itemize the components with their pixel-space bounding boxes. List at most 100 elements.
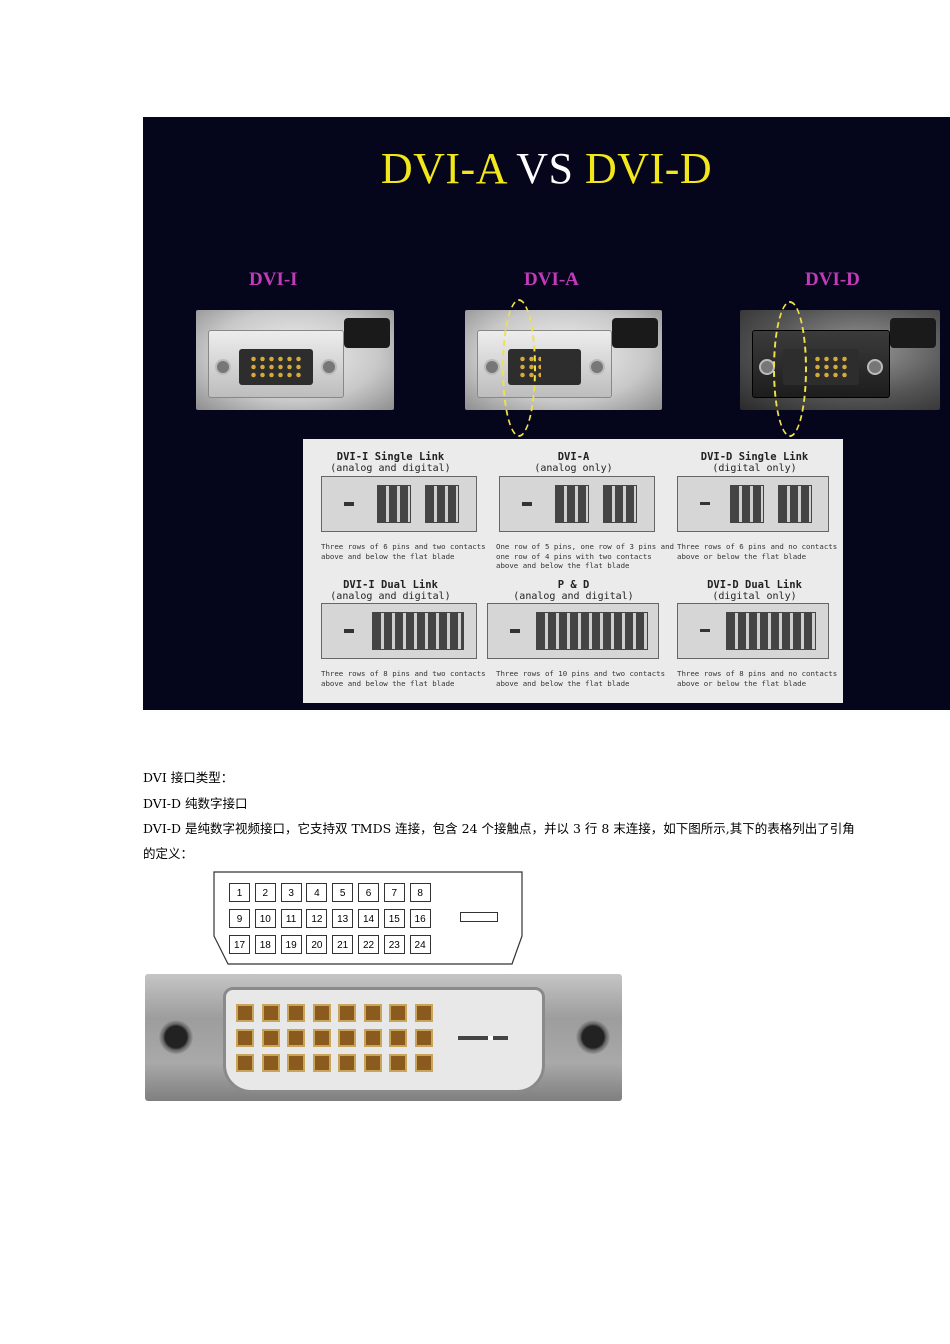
socket-pin bbox=[312, 1029, 331, 1047]
socket-pin bbox=[389, 1054, 407, 1072]
label-dvi-i: DVI-I bbox=[249, 269, 298, 290]
cell-caption: One row of 5 pins, one row of 3 pins and… bbox=[496, 542, 674, 570]
pin-22: 22 bbox=[358, 935, 379, 954]
right-screw-hole bbox=[576, 1020, 610, 1054]
cell-subtitle: (digital only) bbox=[712, 591, 797, 602]
cell-subtitle: (analog only) bbox=[534, 463, 613, 474]
socket-pin bbox=[389, 1029, 407, 1047]
pin-1: 1 bbox=[229, 883, 250, 902]
socket-pin bbox=[338, 1054, 356, 1072]
pin-6: 6 bbox=[358, 883, 379, 902]
dvi-a-highlight-ring bbox=[502, 299, 536, 437]
pin-20: 20 bbox=[306, 935, 328, 954]
slide-title-dvi-a: DVI-A bbox=[380, 144, 506, 193]
dvi-a-connector-photo bbox=[465, 310, 662, 410]
socket-pin bbox=[338, 1004, 356, 1022]
pin-14: 14 bbox=[358, 909, 379, 928]
pin-10: 10 bbox=[254, 909, 276, 928]
cell-title: DVI-D Dual Link bbox=[707, 579, 802, 591]
cell-title: DVI-I Single Link bbox=[336, 451, 445, 463]
cell-subtitle: (digital only) bbox=[712, 463, 797, 474]
pin-17: 17 bbox=[229, 935, 250, 954]
paragraph-dvi-d-description-cont: 的定义： bbox=[143, 846, 194, 861]
socket-pin bbox=[363, 1029, 382, 1047]
pin-9: 9 bbox=[229, 909, 250, 928]
flat-blade bbox=[460, 912, 498, 922]
cell-title: DVI-D Single Link bbox=[700, 451, 809, 463]
table-cell: DVI-A (analog only) bbox=[486, 451, 661, 475]
cell-caption: Three rows of 8 pins and two contacts ab… bbox=[321, 669, 486, 688]
cell-subtitle: (analog and digital) bbox=[330, 463, 451, 474]
dvi-d-connector-photo bbox=[740, 310, 940, 410]
dvi-i-connector-photo bbox=[196, 310, 394, 410]
dvi-comparison-slide: DVI-A VS DVI-D DVI-I DVI-A DVI-D DVI-I S… bbox=[143, 117, 950, 710]
cell-caption: Three rows of 10 pins and two contacts a… bbox=[496, 669, 666, 688]
dvi-d-single-diagram bbox=[677, 476, 829, 532]
cell-subtitle: (analog and digital) bbox=[513, 591, 634, 602]
dvi-d-socket-photo bbox=[145, 974, 622, 1101]
socket-pin bbox=[389, 1004, 407, 1022]
pin-11: 11 bbox=[280, 909, 302, 928]
dvi-i-dual-diagram bbox=[321, 603, 477, 659]
socket-pin bbox=[363, 1004, 382, 1022]
pin-21: 21 bbox=[332, 935, 354, 954]
socket-pin bbox=[414, 1029, 433, 1047]
socket-blade bbox=[458, 1036, 508, 1040]
socket-pin bbox=[414, 1004, 433, 1022]
dvi-i-single-diagram bbox=[321, 476, 477, 532]
pin-19: 19 bbox=[280, 935, 302, 954]
cell-title: P & D bbox=[557, 579, 590, 591]
pin-16: 16 bbox=[409, 909, 431, 928]
pin-3: 3 bbox=[280, 883, 302, 902]
pin-12: 12 bbox=[306, 909, 328, 928]
table-cell: DVI-I Single Link (analog and digital) bbox=[303, 451, 478, 475]
paragraph-dvi-d-description: DVI-D 是纯数字视频接口，它支持双 TMDS 连接，包含 24 个接触点，并… bbox=[143, 821, 855, 836]
table-cell: DVI-I Dual Link (analog and digital) bbox=[303, 579, 478, 603]
cell-title: DVI-A bbox=[557, 451, 590, 463]
dvi-types-table: DVI-I Single Link (analog and digital) T… bbox=[303, 439, 843, 703]
pin-13: 13 bbox=[332, 909, 354, 928]
socket-face bbox=[223, 987, 545, 1093]
dvi-d-dual-diagram bbox=[677, 603, 829, 659]
pin-18: 18 bbox=[254, 935, 276, 954]
socket-pin bbox=[236, 1029, 254, 1047]
paragraph-dvi-types: DVI 接口类型： bbox=[143, 770, 234, 785]
table-cell: DVI-D Dual Link (digital only) bbox=[667, 579, 842, 603]
socket-pin bbox=[363, 1054, 382, 1072]
pinout-outline bbox=[213, 871, 523, 965]
socket-pin bbox=[261, 1054, 280, 1072]
pin-8: 8 bbox=[409, 883, 431, 902]
pin-2: 2 bbox=[254, 883, 276, 902]
socket-pin bbox=[236, 1004, 254, 1022]
socket-pin bbox=[287, 1029, 305, 1047]
pin-24: 24 bbox=[409, 935, 431, 954]
pin-23: 23 bbox=[383, 935, 405, 954]
cell-caption: Three rows of 6 pins and no contacts abo… bbox=[677, 542, 838, 561]
socket-pin bbox=[312, 1004, 331, 1022]
socket-pin bbox=[338, 1029, 356, 1047]
pin-4: 4 bbox=[306, 883, 328, 902]
label-dvi-d: DVI-D bbox=[805, 269, 860, 290]
p-and-d-diagram bbox=[487, 603, 659, 659]
pin-7: 7 bbox=[383, 883, 405, 902]
label-dvi-a: DVI-A bbox=[524, 269, 579, 290]
table-cell: DVI-D Single Link (digital only) bbox=[667, 451, 842, 475]
cell-subtitle: (analog and digital) bbox=[330, 591, 451, 602]
pin-5: 5 bbox=[332, 883, 354, 902]
cell-title: DVI-I Dual Link bbox=[343, 579, 438, 591]
socket-pin bbox=[287, 1004, 305, 1022]
socket-pin bbox=[261, 1004, 280, 1022]
left-screw-hole bbox=[159, 1020, 193, 1054]
paragraph-dvi-d-heading: DVI-D 纯数字接口 bbox=[143, 796, 248, 811]
dvi-d-highlight-ring bbox=[773, 301, 807, 437]
socket-pin bbox=[312, 1054, 331, 1072]
slide-title: DVI-A VS DVI-D bbox=[143, 143, 950, 194]
slide-title-vs: VS bbox=[516, 144, 574, 193]
slide-title-dvi-d: DVI-D bbox=[585, 144, 713, 193]
socket-pin bbox=[236, 1054, 254, 1072]
pin-15: 15 bbox=[383, 909, 405, 928]
cell-caption: Three rows of 6 pins and two contacts ab… bbox=[321, 542, 486, 561]
socket-pin bbox=[261, 1029, 280, 1047]
cell-caption: Three rows of 8 pins and no contacts abo… bbox=[677, 669, 838, 688]
